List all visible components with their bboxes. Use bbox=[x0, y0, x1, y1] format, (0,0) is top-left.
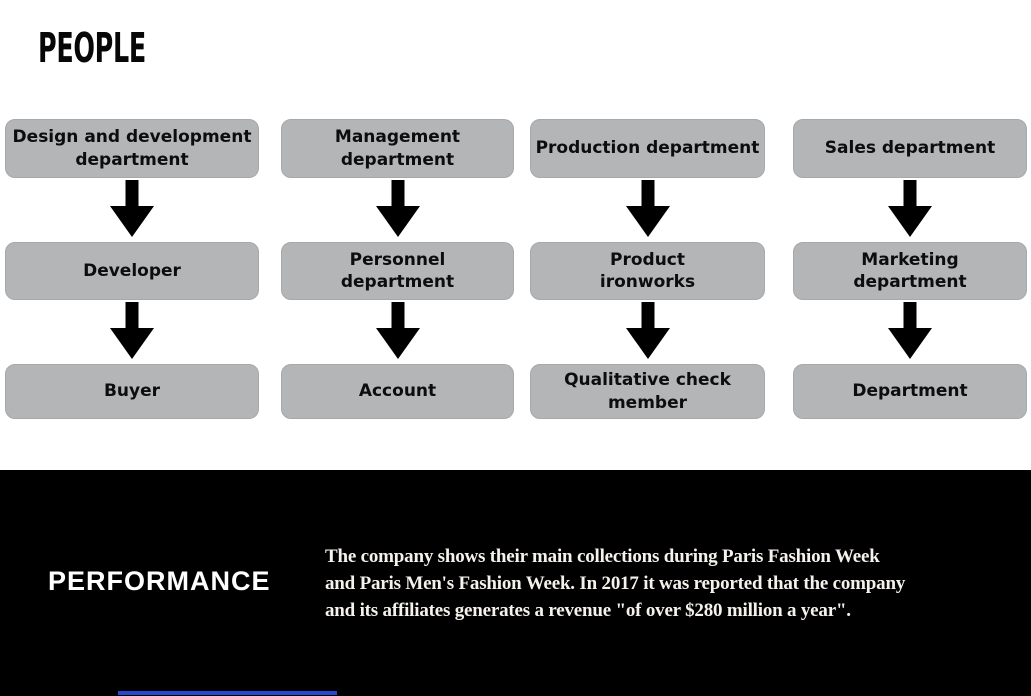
org-box: Production department bbox=[530, 119, 765, 178]
down-arrow-icon bbox=[375, 302, 420, 359]
paragraph-line: and its affiliates generates a revenue "… bbox=[325, 600, 851, 621]
down-arrow-icon bbox=[888, 302, 932, 359]
people-section-title: PEOPLE bbox=[38, 24, 146, 72]
org-box: Marketing department bbox=[793, 242, 1027, 300]
org-box: Department bbox=[793, 364, 1027, 419]
performance-paragraph: The company shows their main collections… bbox=[325, 543, 965, 624]
down-arrow-icon bbox=[375, 180, 420, 237]
org-box: Account bbox=[281, 364, 514, 419]
down-arrow-icon bbox=[625, 302, 670, 359]
bottom-accent-line bbox=[118, 691, 337, 695]
org-chart-column-management: Management department Personnel departme… bbox=[281, 119, 514, 424]
paragraph-line: The company shows their main collections… bbox=[325, 546, 880, 567]
down-arrow-icon bbox=[888, 180, 932, 237]
org-box: Design and development department bbox=[5, 119, 259, 178]
org-box: Product ironworks bbox=[530, 242, 765, 300]
org-chart: Design and development department Develo… bbox=[0, 119, 1031, 424]
org-chart-column-design-development: Design and development department Develo… bbox=[5, 119, 259, 424]
org-chart-column-sales: Sales department Marketing department De… bbox=[793, 119, 1027, 424]
org-box: Qualitative check member bbox=[530, 364, 765, 419]
performance-section bbox=[0, 470, 1031, 696]
down-arrow-icon bbox=[110, 302, 154, 359]
org-box: Buyer bbox=[5, 364, 259, 419]
org-box: Management department bbox=[281, 119, 514, 178]
down-arrow-icon bbox=[625, 180, 670, 237]
performance-section-title: PERFORMANCE bbox=[48, 566, 271, 596]
down-arrow-icon bbox=[110, 180, 154, 237]
org-box: Sales department bbox=[793, 119, 1027, 178]
org-box: Developer bbox=[5, 242, 259, 300]
org-box: Personnel department bbox=[281, 242, 514, 300]
org-chart-column-production: Production department Product ironworks … bbox=[530, 119, 765, 424]
paragraph-line: and Paris Men's Fashion Week. In 2017 it… bbox=[325, 573, 906, 594]
